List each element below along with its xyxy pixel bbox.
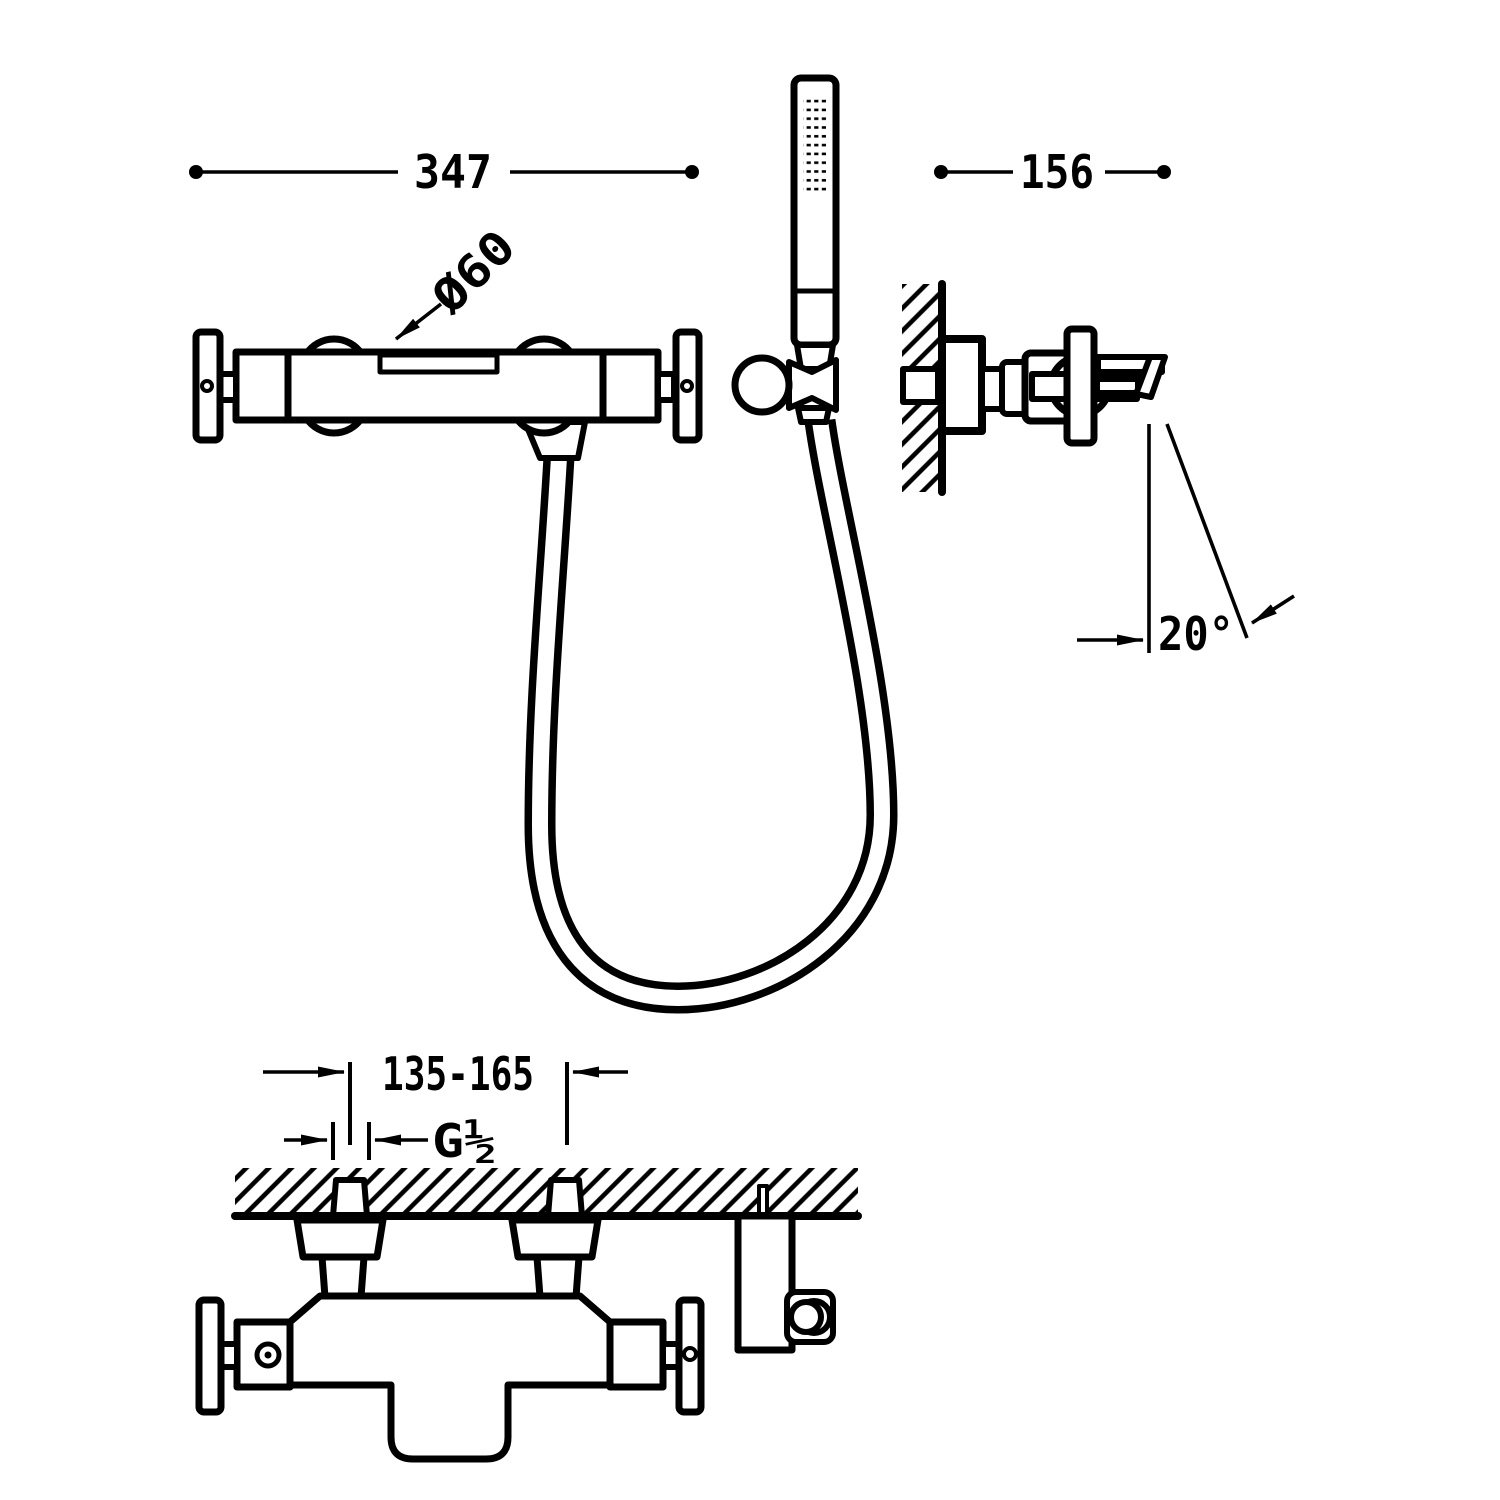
plan-view xyxy=(195,1168,862,1463)
front-view-mixer xyxy=(192,328,703,461)
spout-underside xyxy=(1094,376,1141,396)
supply-nipple xyxy=(545,1177,585,1219)
holder-fixing-pin xyxy=(757,1184,769,1218)
side-view xyxy=(900,280,1168,496)
handle-arm-vertical xyxy=(1063,325,1098,447)
holder-knob-plan xyxy=(788,1299,824,1335)
wall-escutcheon xyxy=(938,335,986,435)
holder-plate-plan xyxy=(734,1212,796,1354)
handle-detail xyxy=(200,379,214,393)
supply-centres-label: 135-165 xyxy=(382,1047,534,1101)
body-end-cap xyxy=(606,1318,667,1391)
inlet-connector xyxy=(533,1253,583,1301)
spout-angle-label: 20° xyxy=(1158,607,1234,661)
angle-annotation: 20° xyxy=(1077,423,1295,661)
angled-reference-line xyxy=(1165,423,1249,639)
spout-tip xyxy=(1133,354,1168,400)
hose-inner xyxy=(531,419,891,1007)
inlet-connector xyxy=(318,1253,368,1301)
angle-arrow-right xyxy=(1251,594,1295,625)
shower-hose xyxy=(524,418,898,1014)
holder-bracket xyxy=(786,357,839,413)
dimension-label-depth: 156 xyxy=(1020,145,1094,199)
cap-detail-dot xyxy=(264,1351,272,1359)
dimension-supply-centres: 135-165 xyxy=(263,1047,628,1145)
leader-arrow xyxy=(394,302,443,341)
supply-nipple xyxy=(330,1177,370,1219)
eccentric-union xyxy=(508,1216,602,1261)
dimension-thread: G½ xyxy=(284,1114,496,1168)
dimension-label-width: 347 xyxy=(414,145,492,199)
hose-nut xyxy=(795,405,832,425)
dimension-depth-156: 156 xyxy=(934,145,1171,199)
handshower xyxy=(731,74,840,425)
supply-pipe-in-wall xyxy=(900,366,941,405)
mixer-body-plan xyxy=(286,1292,614,1463)
eccentric-union xyxy=(293,1216,387,1261)
thread-label: G½ xyxy=(432,1114,496,1168)
handle-detail xyxy=(680,379,694,393)
dimension-width-347: 347 xyxy=(189,145,699,199)
holder-knob xyxy=(731,354,793,416)
temperature-window xyxy=(377,352,500,375)
handle-stem xyxy=(655,371,677,403)
spray-face-dots xyxy=(803,95,829,195)
handle-detail xyxy=(682,1346,698,1362)
callout-rosette-diameter: Ø60 xyxy=(394,219,526,341)
cross-handle-plan-left xyxy=(195,1296,225,1416)
